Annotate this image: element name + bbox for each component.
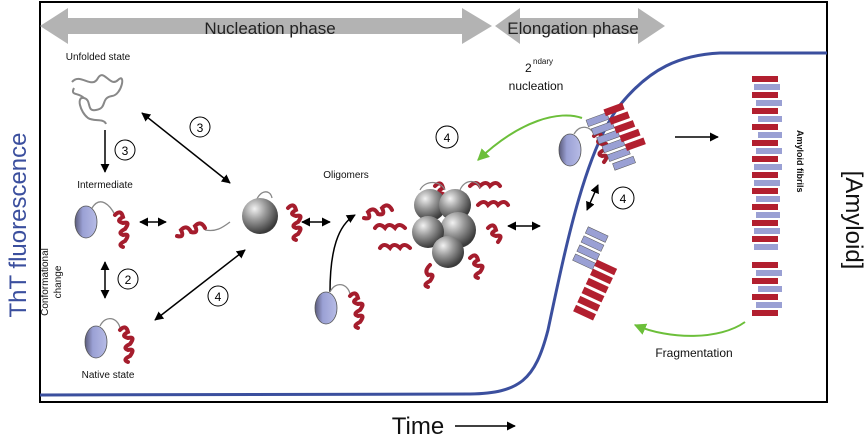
- step-circle: [189, 116, 211, 138]
- amyloid-axis-label: [Amyloid]: [840, 171, 865, 270]
- arrow-native-nucleus: [154, 249, 246, 321]
- tht-fluorescence-label: ThT fluorescence: [5, 133, 32, 318]
- secondary-superscript: ndary: [533, 57, 553, 66]
- time-axis-label: Time: [392, 413, 444, 440]
- protofibril-stack-icon: [572, 226, 618, 321]
- elongation-phase-label: Elongation phase: [507, 19, 638, 38]
- fragmentation-label: Fragmentation: [655, 346, 732, 360]
- step-circle: [435, 125, 459, 149]
- elongation-phase-arrow: [495, 8, 665, 44]
- step-circle: [207, 285, 229, 307]
- step-number: 4: [444, 131, 451, 145]
- step-circle: [114, 139, 136, 161]
- fragmentation-arrow: [633, 321, 746, 337]
- arrow-unfolded-nucleus: [141, 112, 231, 184]
- incoming-monomer-icon: [314, 284, 365, 330]
- nucleation-phase-arrow: [40, 8, 492, 44]
- elongating-fibril-icon: [558, 102, 646, 171]
- unfolded-chain-icon: [71, 74, 124, 125]
- oligomers-label: Oligomers: [323, 170, 369, 181]
- unfolded-state-label: Unfolded state: [66, 52, 131, 63]
- native-monomer-icon: [84, 318, 135, 364]
- step-number: 2: [125, 273, 132, 287]
- step-number: 4: [620, 192, 627, 206]
- nucleus-sphere-icon: [175, 191, 303, 242]
- step-number: 3: [122, 144, 129, 158]
- step-circle: [611, 186, 635, 210]
- secondary-base: 2: [525, 61, 532, 75]
- amyloid-fibril-icon: [752, 76, 782, 316]
- amyloid-fibrils-label: Amyloid fibrils: [795, 130, 805, 193]
- plot-frame: [39, 1, 828, 403]
- nucleation-phase-label: Nucleation phase: [204, 19, 335, 38]
- native-state-label: Native state: [82, 370, 135, 381]
- secondary-nucleation-arrow: [477, 114, 583, 161]
- change-label: change: [53, 265, 64, 298]
- step-number: 4: [215, 290, 222, 304]
- oligomer-cluster-icon: [362, 180, 510, 289]
- arrow-elongation: [586, 184, 599, 211]
- tht-sigmoid-curve: [39, 51, 827, 397]
- arrow-monomer-addition: [329, 214, 356, 293]
- intermediate-monomer-icon: [74, 201, 130, 249]
- step-number: 3: [197, 121, 204, 135]
- nucleation-label: nucleation: [509, 79, 564, 93]
- step-circle: [117, 268, 139, 290]
- conformational-label: Conformational: [40, 248, 51, 316]
- intermediate-label: Intermediate: [77, 180, 133, 191]
